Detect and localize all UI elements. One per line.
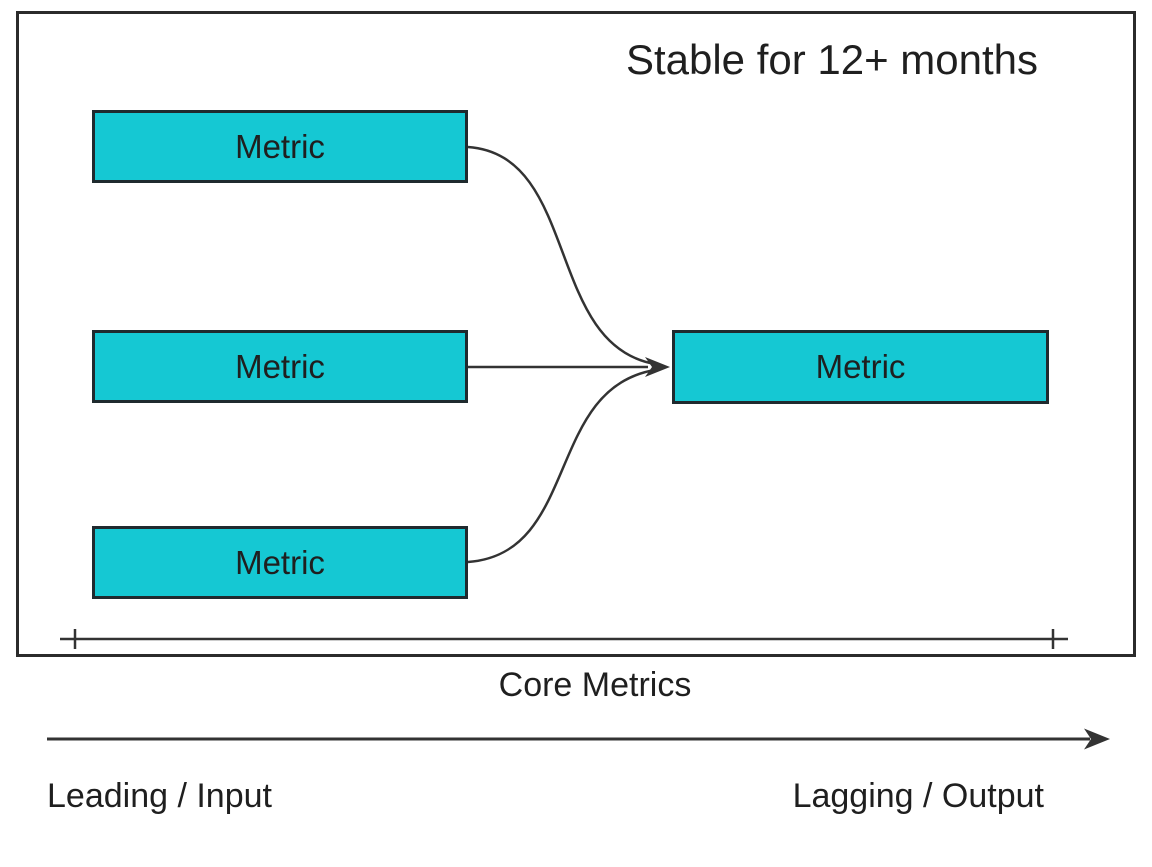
diagram-title: Stable for 12+ months <box>625 36 1039 83</box>
metric-box-target: Metric <box>672 330 1049 404</box>
metric-box-label: Metric <box>235 543 325 581</box>
metric-box-label: Metric <box>235 127 325 165</box>
metric-box-source-3: Metric <box>92 526 468 599</box>
metric-box-source-2: Metric <box>92 330 468 403</box>
diagram-frame <box>16 11 1136 657</box>
metric-box-source-1: Metric <box>92 110 468 183</box>
metric-box-label: Metric <box>815 348 906 385</box>
axis-label-lagging: Lagging / Output <box>792 777 1044 815</box>
axis-label-leading: Leading / Input <box>47 777 272 815</box>
span-caption: Core Metrics <box>498 666 692 704</box>
arrow-right-icon <box>1084 728 1110 750</box>
metric-box-label: Metric <box>235 347 325 385</box>
